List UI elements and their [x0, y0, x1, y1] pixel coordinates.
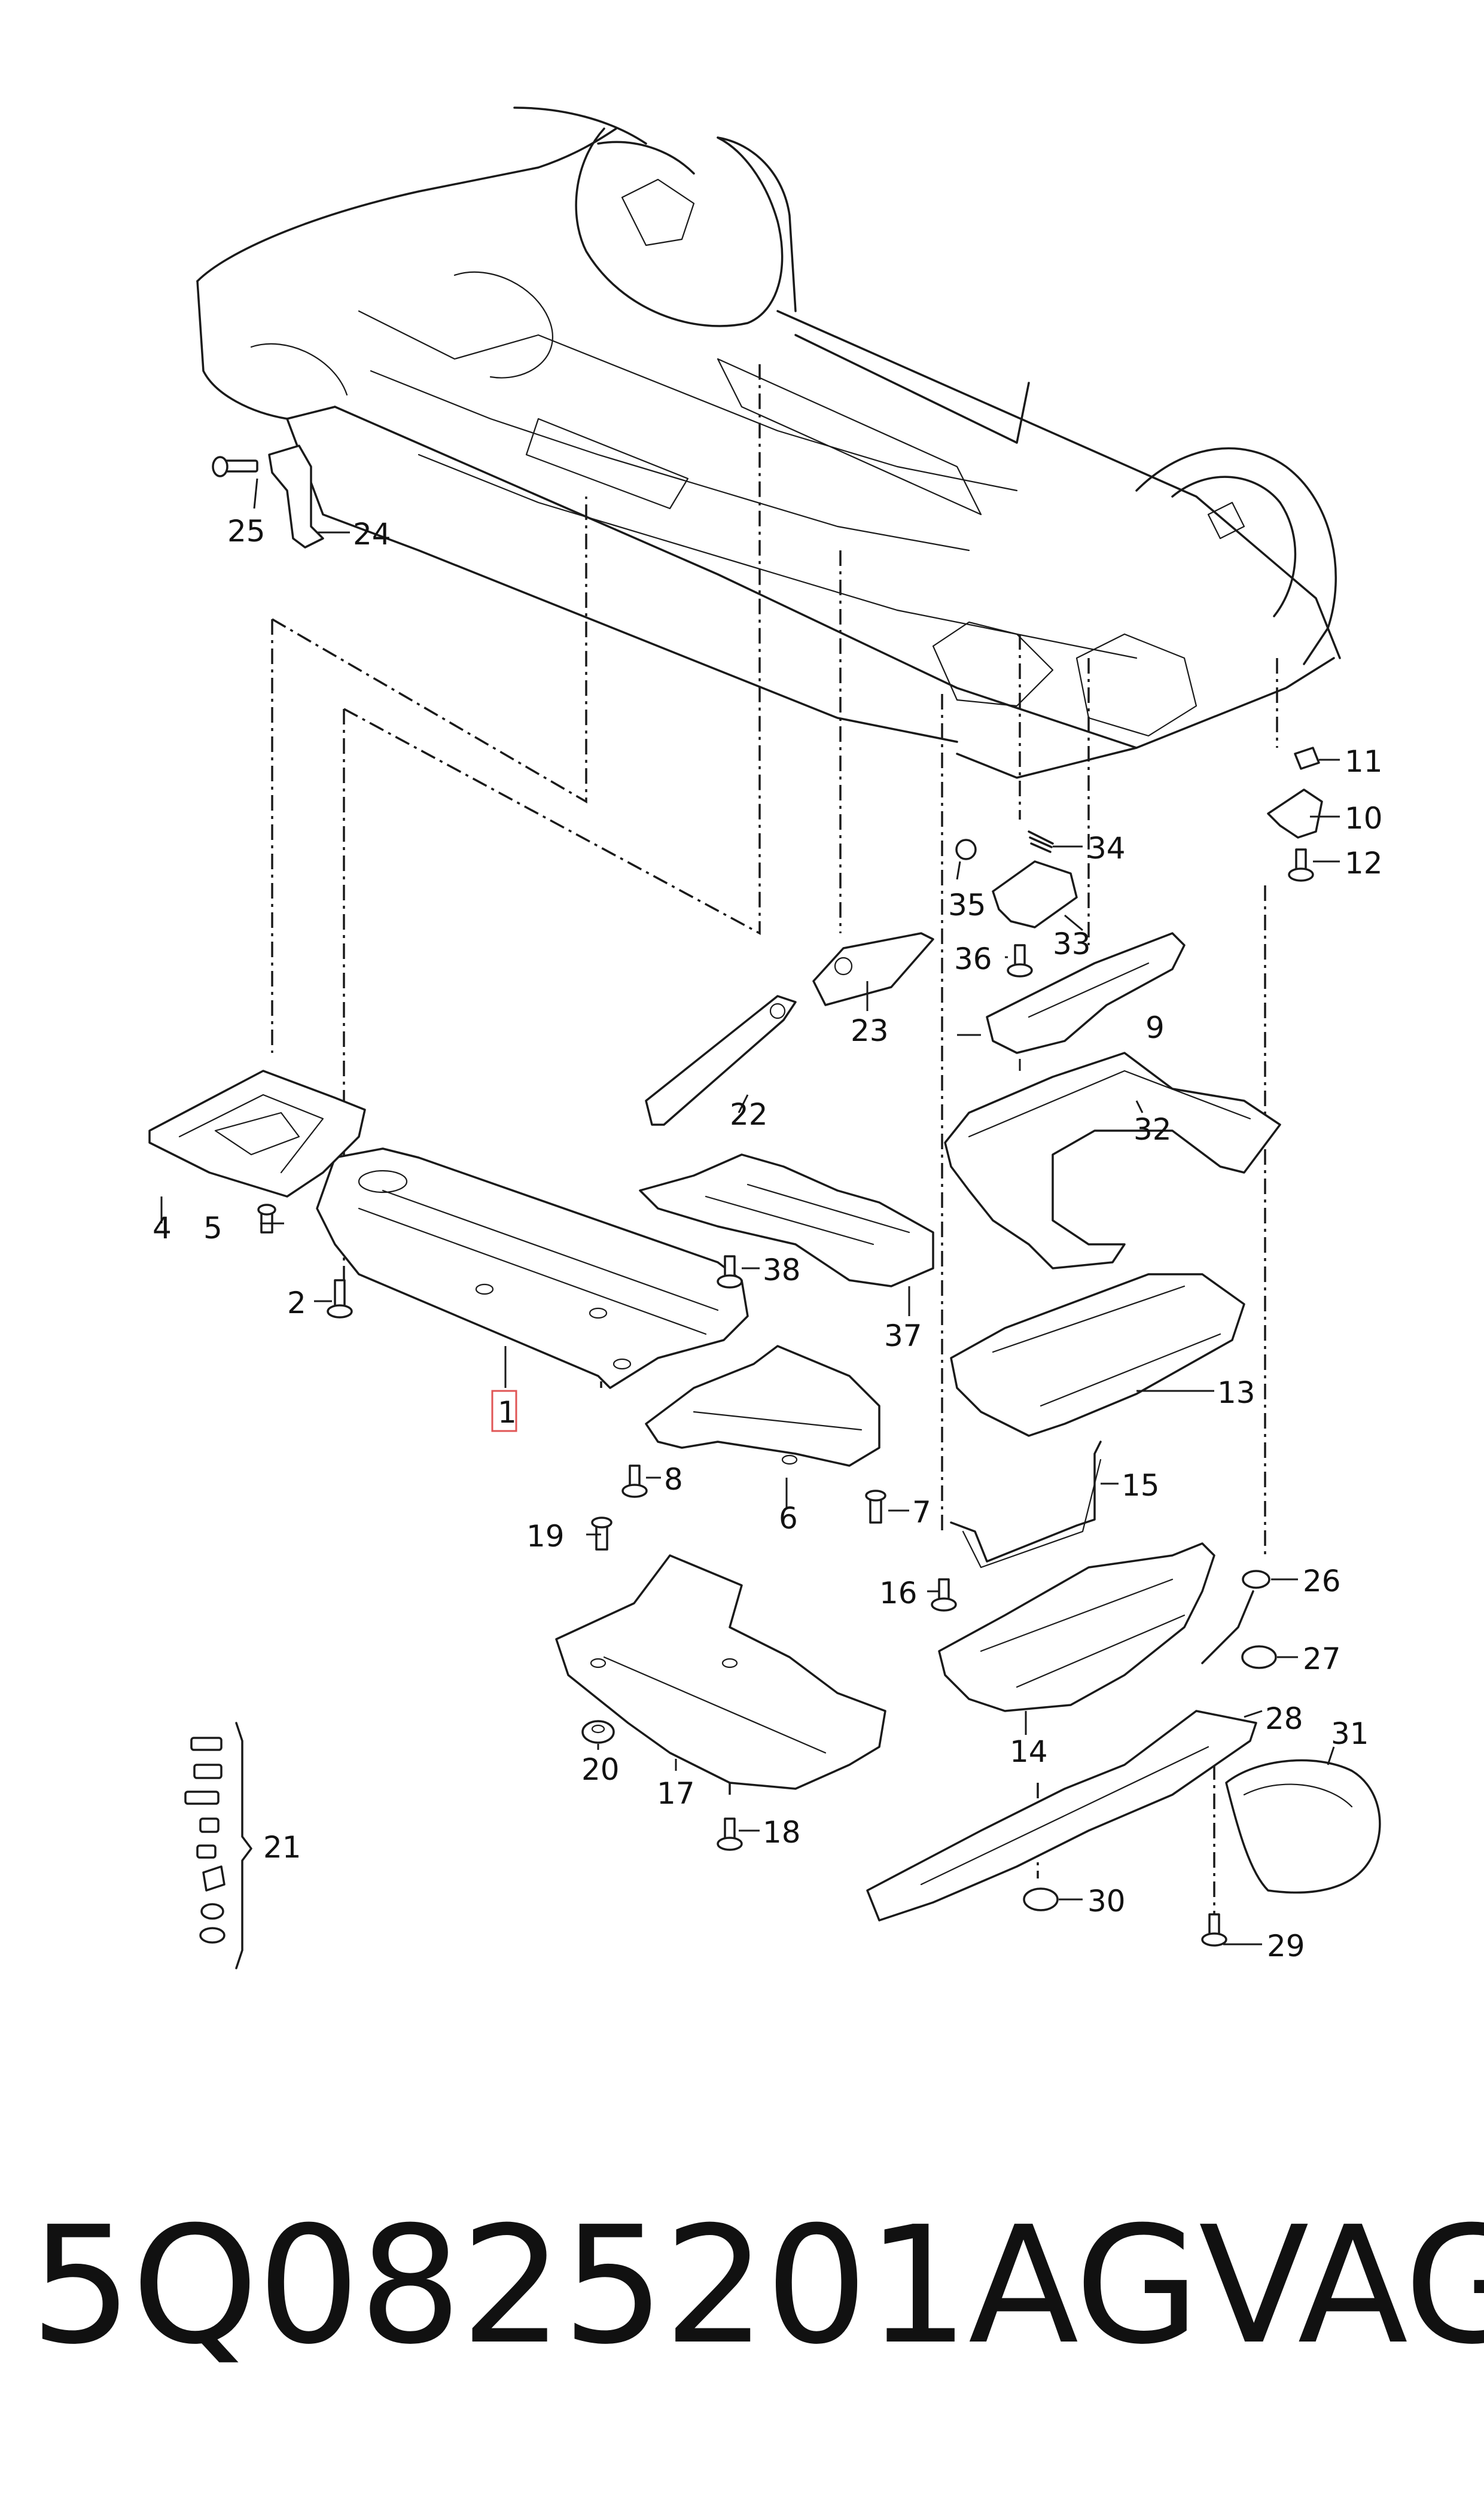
callout-27[interactable]: 27 [1303, 1642, 1341, 1676]
callout-labels: 1 2 4 5 6 7 8 9 10 11 12 13 14 15 16 17 … [153, 514, 1383, 1963]
part-caption: 5Q0825201AG VAG [30, 2178, 1484, 2393]
part-25-bolt [212, 456, 258, 477]
part-28-rear-panel [866, 1710, 1257, 1922]
callout-1-highlight-box [491, 1390, 517, 1432]
callout-30[interactable]: 30 [1087, 1884, 1126, 1919]
callout-26[interactable]: 26 [1303, 1564, 1341, 1599]
part-22-bracket [645, 995, 797, 1126]
callout-32[interactable]: 32 [1133, 1112, 1172, 1147]
part-11-clip [1294, 747, 1320, 770]
part-number: 5Q0825201AG [30, 2191, 1200, 2380]
callout-7[interactable]: 7 [912, 1495, 931, 1530]
callout-11[interactable]: 11 [1345, 744, 1383, 779]
part-36-bolt [1007, 944, 1033, 978]
part-23-bracket [812, 932, 934, 1006]
callout-14[interactable]: 14 [1010, 1734, 1048, 1769]
callout-9[interactable]: 9 [1145, 1010, 1165, 1045]
part-6-shield [645, 1345, 880, 1467]
part-37-heat-shield [639, 1153, 934, 1287]
part-29-bolt [1201, 1913, 1227, 1947]
part-27-nut [1241, 1645, 1277, 1669]
part-21-fasteners [184, 1722, 252, 1969]
part-32-subframe [944, 1052, 1281, 1269]
callout-10[interactable]: 10 [1345, 801, 1383, 836]
callout-15[interactable]: 15 [1122, 1468, 1160, 1503]
part-19-clip [591, 1517, 613, 1551]
callout-25[interactable]: 25 [227, 514, 266, 549]
part-34-spring-clip [1028, 830, 1054, 853]
callout-29[interactable]: 29 [1267, 1929, 1305, 1963]
callout-36[interactable]: 36 [954, 942, 992, 976]
callout-20[interactable]: 20 [581, 1752, 620, 1787]
part-1-underbody-panel [316, 1147, 749, 1389]
callout-leader-lines [160, 478, 1340, 1945]
part-7-clip [865, 1490, 886, 1524]
callout-21[interactable]: 21 [263, 1830, 301, 1865]
part-15-bracket [950, 1441, 1102, 1569]
part-2-bolt [327, 1279, 353, 1319]
callout-13[interactable]: 13 [1217, 1375, 1256, 1410]
part-38-bolt [717, 1255, 743, 1289]
part-14-tray [938, 1542, 1215, 1712]
part-8-bolt [621, 1464, 648, 1498]
part-5-clip [257, 1204, 276, 1234]
callout-1[interactable]: 1 [498, 1395, 517, 1430]
part-10-bracket [1267, 788, 1323, 839]
callout-8[interactable]: 8 [664, 1462, 683, 1497]
callout-5[interactable]: 5 [203, 1211, 223, 1246]
vehicle-body-underside [196, 106, 1341, 779]
brand-name: VAG [1198, 2191, 1484, 2380]
part-28-bracket-strip [1201, 1590, 1254, 1664]
part-33-bracket [992, 860, 1078, 928]
callout-34[interactable]: 34 [1087, 831, 1126, 866]
part-16-bolt [931, 1578, 957, 1612]
callout-33[interactable]: 33 [1053, 927, 1091, 961]
callout-24[interactable]: 24 [353, 517, 391, 552]
part-17-rear-panel [555, 1554, 886, 1790]
part-30-nut [1023, 1887, 1059, 1911]
part-9-bracket [986, 932, 1186, 1054]
part-4-front-panel [148, 1070, 366, 1198]
part-20-nut [581, 1720, 615, 1744]
callout-37[interactable]: 37 [884, 1319, 922, 1353]
callout-31[interactable]: 31 [1331, 1716, 1369, 1751]
part-13-tray [950, 1273, 1245, 1437]
part-24-bracket [268, 444, 324, 549]
callout-18[interactable]: 18 [763, 1815, 801, 1850]
part-18-bolt [717, 1817, 743, 1851]
part-35-nut [955, 839, 977, 860]
callout-28[interactable]: 28 [1265, 1701, 1303, 1736]
callout-22[interactable]: 22 [730, 1097, 768, 1132]
callout-19[interactable]: 19 [526, 1519, 565, 1554]
callout-17[interactable]: 17 [657, 1776, 695, 1811]
part-31-wheel-liner [1225, 1759, 1381, 1894]
callout-6[interactable]: 6 [779, 1501, 798, 1536]
part-26-clip [1242, 1570, 1270, 1589]
part-12-bolt [1288, 848, 1314, 882]
callout-38[interactable]: 38 [763, 1253, 801, 1287]
callout-35[interactable]: 35 [948, 888, 986, 922]
callout-23[interactable]: 23 [851, 1013, 889, 1048]
callout-12[interactable]: 12 [1345, 846, 1383, 881]
callout-16[interactable]: 16 [879, 1576, 918, 1610]
callout-4[interactable]: 4 [153, 1211, 172, 1246]
callout-2[interactable]: 2 [287, 1286, 306, 1320]
